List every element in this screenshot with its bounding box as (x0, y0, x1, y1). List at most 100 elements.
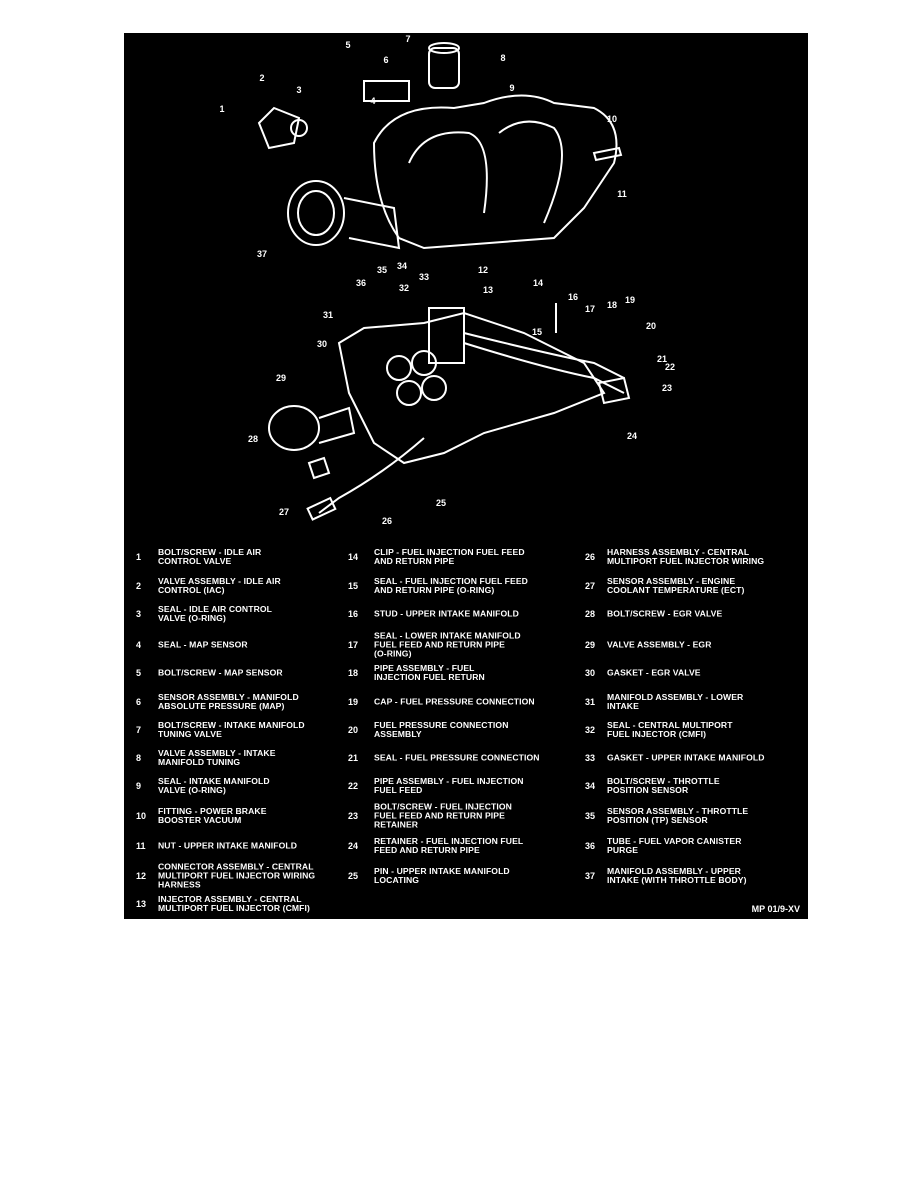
legend-item-line: FUEL FEED (374, 785, 423, 795)
legend-item-line: ABSOLUTE PRESSURE (MAP) (158, 701, 285, 711)
legend-item-line: AND RETURN PIPE (O-RING) (374, 585, 495, 595)
legend-item-line: MULTIPORT FUEL INJECTOR (CMFI) (158, 903, 310, 913)
callout-34: 34 (396, 261, 408, 271)
legend-item-line: VALVE (O-RING) (158, 785, 226, 795)
callout-22: 22 (664, 362, 676, 372)
callout-2: 2 (259, 73, 265, 83)
legend-item-line: SEAL - FUEL INJECTION FUEL FEED (374, 576, 528, 586)
legend-item-number: 11 (136, 841, 146, 851)
legend-item-line: FUEL INJECTOR (CMFI) (607, 729, 707, 739)
legend-item-number: 9 (136, 781, 142, 791)
legend-item-line: BOLT/SCREW - INTAKE MANIFOLD (158, 720, 305, 730)
legend-item-line: BOLT/SCREW - FUEL INJECTION (374, 801, 512, 812)
legend-item-line: BOLT/SCREW - IDLE AIR (158, 547, 262, 557)
legend-item-number: 5 (136, 668, 142, 678)
legend-item-line: CAP - FUEL PRESSURE CONNECTION (374, 696, 535, 707)
callout-27: 27 (278, 507, 290, 517)
legend-item-line: SENSOR ASSEMBLY - THROTTLE (607, 806, 749, 816)
legend-item-line: (O-RING) (374, 648, 412, 659)
ect-sensor (307, 456, 331, 480)
callout-33: 33 (418, 272, 430, 282)
legend-item-line: SEAL - LOWER INTAKE MANIFOLD (374, 630, 521, 641)
legend-item-line: INJECTOR ASSEMBLY - CENTRAL (158, 894, 302, 904)
callout-32: 32 (398, 283, 410, 293)
intake-manifold-exploded-view (257, 42, 631, 521)
legend-item-description: VALVE ASSEMBLY - EGR (607, 639, 712, 650)
legend-item-line: COOLANT TEMPERATURE (ECT) (607, 585, 745, 595)
callout-14: 14 (532, 278, 544, 288)
legend-item-line: SEAL - FUEL PRESSURE CONNECTION (374, 752, 540, 763)
legend-item-line: NUT - UPPER INTAKE MANIFOLD (158, 840, 298, 851)
legend-item-line: SEAL - IDLE AIR CONTROL (158, 604, 273, 614)
legend-item-number: 7 (136, 725, 142, 735)
legend-item-number: 10 (136, 811, 147, 821)
legend-item-line: FUEL FEED AND RETURN PIPE (374, 639, 505, 650)
legend-item-line: PURGE (607, 845, 639, 855)
legend-item-line: CONTROL (IAC) (158, 585, 225, 595)
legend-item-description: SEAL - MAP SENSOR (158, 639, 248, 650)
legend-item-line: BOLT/SCREW - THROTTLE (607, 776, 720, 786)
legend-item-number: 22 (348, 781, 359, 791)
callout-35: 35 (376, 265, 388, 275)
egr-valve (268, 405, 320, 451)
callout-23: 23 (661, 383, 673, 393)
legend-item-number: 32 (585, 725, 596, 735)
legend-item-number: 20 (348, 725, 359, 735)
legend-item-number: 24 (348, 841, 359, 851)
legend-item-line: GASKET - UPPER INTAKE MANIFOLD (607, 752, 765, 763)
callout-18: 18 (606, 300, 618, 310)
legend-item-line: VALVE ASSEMBLY - EGR (607, 639, 712, 650)
legend-item-line: CONTROL VALVE (158, 556, 232, 566)
legend-item-line: BOLT/SCREW - MAP SENSOR (158, 667, 283, 678)
legend-item-line: PIN - UPPER INTAKE MANIFOLD (374, 866, 510, 876)
legend-item-line: LOCATING (374, 875, 420, 885)
brake-booster-fitting (592, 146, 623, 162)
throttle-body (287, 180, 345, 246)
legend-item-line: FITTING - POWER BRAKE (158, 806, 267, 816)
legend-item-line: MULTIPORT FUEL INJECTOR WIRING (158, 870, 316, 881)
legend-item-line: BOOSTER VACUUM (158, 815, 242, 825)
legend-item-line: BOLT/SCREW - EGR VALVE (607, 608, 723, 619)
callout-16: 16 (567, 292, 579, 302)
legend-item-number: 23 (348, 811, 359, 821)
legend-item-description: GASKET - EGR VALVE (607, 668, 701, 678)
legend-item-number: 3 (136, 609, 142, 619)
legend-item-description: CAP - FUEL PRESSURE CONNECTION (374, 696, 535, 707)
callout-29: 29 (275, 373, 287, 383)
legend-item-line: MANIFOLD TUNING (158, 757, 241, 767)
figure-code: MP 01/9-XV (751, 904, 800, 914)
fuel-pipes (463, 332, 625, 394)
legend-item-line: RETAINER (374, 819, 419, 830)
legend-item-line: FEED AND RETURN PIPE (374, 845, 480, 855)
legend-item-line: STUD - UPPER INTAKE MANIFOLD (374, 608, 519, 619)
callout-12: 12 (477, 265, 489, 275)
callout-30: 30 (316, 339, 328, 349)
callout-9: 9 (509, 83, 515, 93)
legend-item-line: SENSOR ASSEMBLY - ENGINE (607, 576, 736, 586)
legend-item-line: CLIP - FUEL INJECTION FUEL FEED (374, 547, 525, 557)
legend-item-number: 31 (585, 697, 596, 707)
legend-item-description: NUT - UPPER INTAKE MANIFOLD (158, 840, 298, 851)
callout-24: 24 (626, 431, 638, 441)
legend-item-description: BOLT/SCREW - MAP SENSOR (158, 667, 283, 678)
legend-item-description: SEAL - FUEL PRESSURE CONNECTION (374, 752, 540, 763)
legend-item-number: 2 (136, 581, 142, 591)
callout-11: 11 (617, 189, 627, 199)
map-sensor (363, 80, 410, 102)
legend-item-line: SEAL - MAP SENSOR (158, 639, 248, 650)
